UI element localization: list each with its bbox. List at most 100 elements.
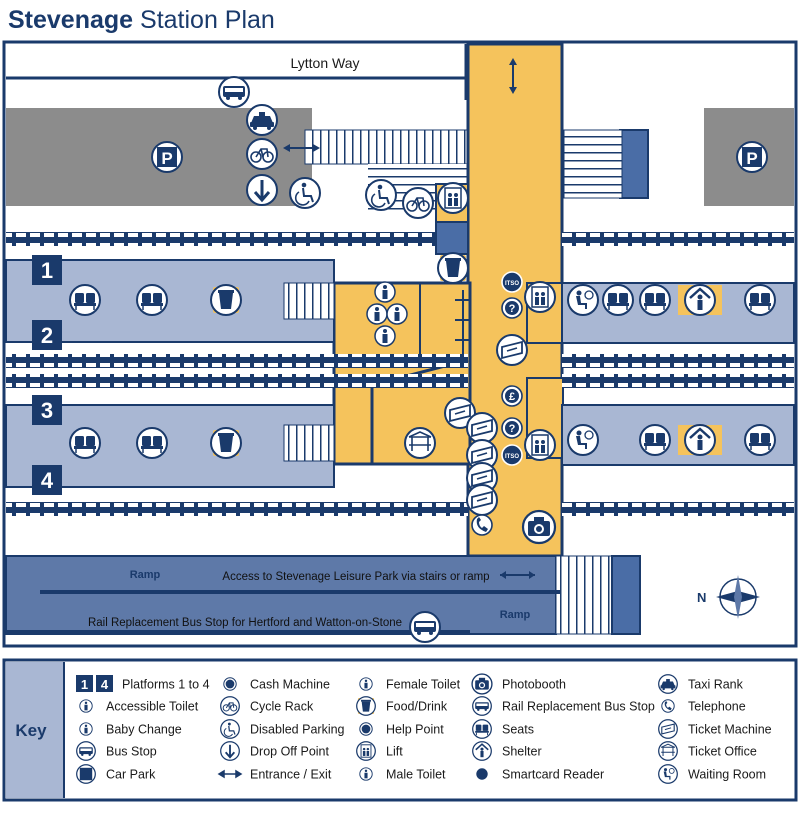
key-platform-badge-number: 1 bbox=[81, 677, 88, 692]
track-middle-2 bbox=[6, 374, 468, 388]
female-toilet-icon bbox=[374, 281, 396, 303]
taxi-rank-icon bbox=[246, 104, 278, 136]
platform-1-badge bbox=[32, 255, 62, 285]
food-drink-icon bbox=[210, 427, 242, 459]
cash-machine-icon bbox=[223, 677, 237, 691]
platform-2-badge bbox=[32, 320, 62, 350]
accessible-toilet-icon bbox=[79, 699, 93, 713]
key-item-label: Disabled Parking bbox=[250, 723, 345, 737]
accessible-toilet-icon bbox=[366, 303, 388, 325]
track-upper bbox=[6, 232, 436, 246]
photobooth-icon bbox=[471, 673, 493, 695]
drop-off-point-icon bbox=[219, 740, 241, 762]
key-item-label: Shelter bbox=[502, 745, 542, 759]
page-title: Stevenage Station Plan bbox=[8, 6, 275, 35]
entrance-exit-arrow-north bbox=[509, 58, 517, 94]
svg-text:?: ? bbox=[509, 423, 516, 435]
disabled-parking-icon bbox=[289, 177, 321, 209]
food-drink-icon bbox=[356, 696, 376, 716]
bus-stop-icon bbox=[76, 741, 96, 761]
key-item-label: Platforms 1 to 4 bbox=[122, 678, 210, 692]
svg-text:ITSO: ITSO bbox=[505, 454, 519, 460]
photobooth-icon bbox=[521, 509, 557, 545]
stairs-leisure-park bbox=[555, 555, 613, 635]
track-lower bbox=[6, 502, 468, 516]
key-item-label: Male Toilet bbox=[386, 768, 446, 782]
title-rest: Station Plan bbox=[140, 6, 275, 34]
telephone-icon bbox=[471, 514, 493, 536]
stairs-upper-west bbox=[304, 129, 469, 165]
disabled-parking-icon bbox=[220, 719, 240, 739]
key-item-label: Help Point bbox=[386, 723, 444, 737]
key-item-label: Taxi Rank bbox=[688, 678, 744, 692]
waiting-room-icon bbox=[658, 764, 678, 784]
lytton-way-road bbox=[6, 44, 466, 78]
drop-off-point-icon bbox=[245, 173, 279, 207]
ticket-office-icon bbox=[658, 741, 678, 761]
stairs-upper-east bbox=[563, 129, 623, 199]
rail-replacement-bus-icon bbox=[409, 611, 441, 643]
female-toilet-icon bbox=[359, 677, 373, 691]
ramp-label-west: Ramp bbox=[130, 569, 161, 581]
key-item-label: Smartcard Reader bbox=[502, 768, 604, 782]
title-bold: Stevenage bbox=[8, 6, 134, 34]
lift-icon bbox=[524, 429, 556, 461]
taxi-rank-icon bbox=[658, 674, 678, 694]
key-item-label: Seats bbox=[502, 723, 534, 737]
key-platform-badge-number: 4 bbox=[101, 677, 109, 692]
shelter-icon bbox=[683, 423, 717, 457]
platform-4-badge bbox=[32, 465, 62, 495]
svg-text:P: P bbox=[161, 149, 172, 168]
svg-text:ITSO: ITSO bbox=[505, 281, 519, 287]
ticket-machine-icon bbox=[658, 719, 678, 739]
key-item-label: Ticket Machine bbox=[688, 723, 772, 737]
rail-replacement-bus-icon bbox=[472, 696, 492, 716]
seats-icon bbox=[136, 427, 168, 459]
food-drink-icon bbox=[210, 284, 242, 316]
key-item-label: Baby Change bbox=[106, 723, 182, 737]
help-point-icon bbox=[359, 722, 373, 736]
telephone-icon bbox=[661, 699, 675, 713]
key-item-label: Entrance / Exit bbox=[250, 768, 332, 782]
svg-text:£: £ bbox=[509, 391, 515, 403]
svg-text:4: 4 bbox=[41, 468, 54, 493]
compass-north-label: N bbox=[697, 590, 706, 605]
baby-change-icon bbox=[386, 303, 408, 325]
waiting-room-icon bbox=[567, 284, 599, 316]
seats-icon bbox=[744, 424, 776, 456]
seats-icon bbox=[69, 284, 101, 316]
waiting-room-icon bbox=[567, 424, 599, 456]
svg-text:P: P bbox=[746, 149, 757, 168]
seats-icon bbox=[136, 284, 168, 316]
street-label-lytton-way: Lytton Way bbox=[291, 55, 360, 71]
key-item-label: Bus Stop bbox=[106, 745, 157, 759]
male-toilet-icon bbox=[359, 767, 373, 781]
key-item-label: Ticket Office bbox=[688, 745, 757, 759]
svg-text:2: 2 bbox=[41, 323, 53, 348]
cycle-rack-icon bbox=[220, 696, 240, 716]
baby-change-icon bbox=[79, 722, 93, 736]
ramp-area bbox=[5, 555, 557, 635]
ticket-machine-icon bbox=[496, 334, 528, 366]
key-item-label: Female Toilet bbox=[386, 678, 461, 692]
track-middle-1 bbox=[6, 354, 468, 368]
key-item-label: Waiting Room bbox=[688, 768, 766, 782]
ramp-label-east: Ramp bbox=[500, 609, 531, 621]
car-park-icon bbox=[76, 764, 96, 784]
seats-icon bbox=[69, 427, 101, 459]
ticket-office-icon bbox=[404, 427, 436, 459]
seats-icon bbox=[472, 719, 492, 739]
cycle-rack-icon bbox=[402, 187, 434, 219]
bus-stop-icon bbox=[218, 76, 250, 108]
male-toilet-icon bbox=[374, 325, 396, 347]
lift-icon bbox=[356, 741, 376, 761]
key-item-label: Food/Drink bbox=[386, 700, 448, 714]
food-drink-icon bbox=[437, 252, 469, 284]
key-item-label: Drop Off Point bbox=[250, 745, 330, 759]
entrance-exit-arrow-west bbox=[283, 144, 320, 152]
entrance-exit-icon bbox=[217, 769, 243, 779]
stairs-platform-1-2 bbox=[283, 282, 335, 320]
cycle-rack-icon bbox=[246, 138, 278, 170]
smartcard-reader-icon bbox=[475, 767, 489, 781]
